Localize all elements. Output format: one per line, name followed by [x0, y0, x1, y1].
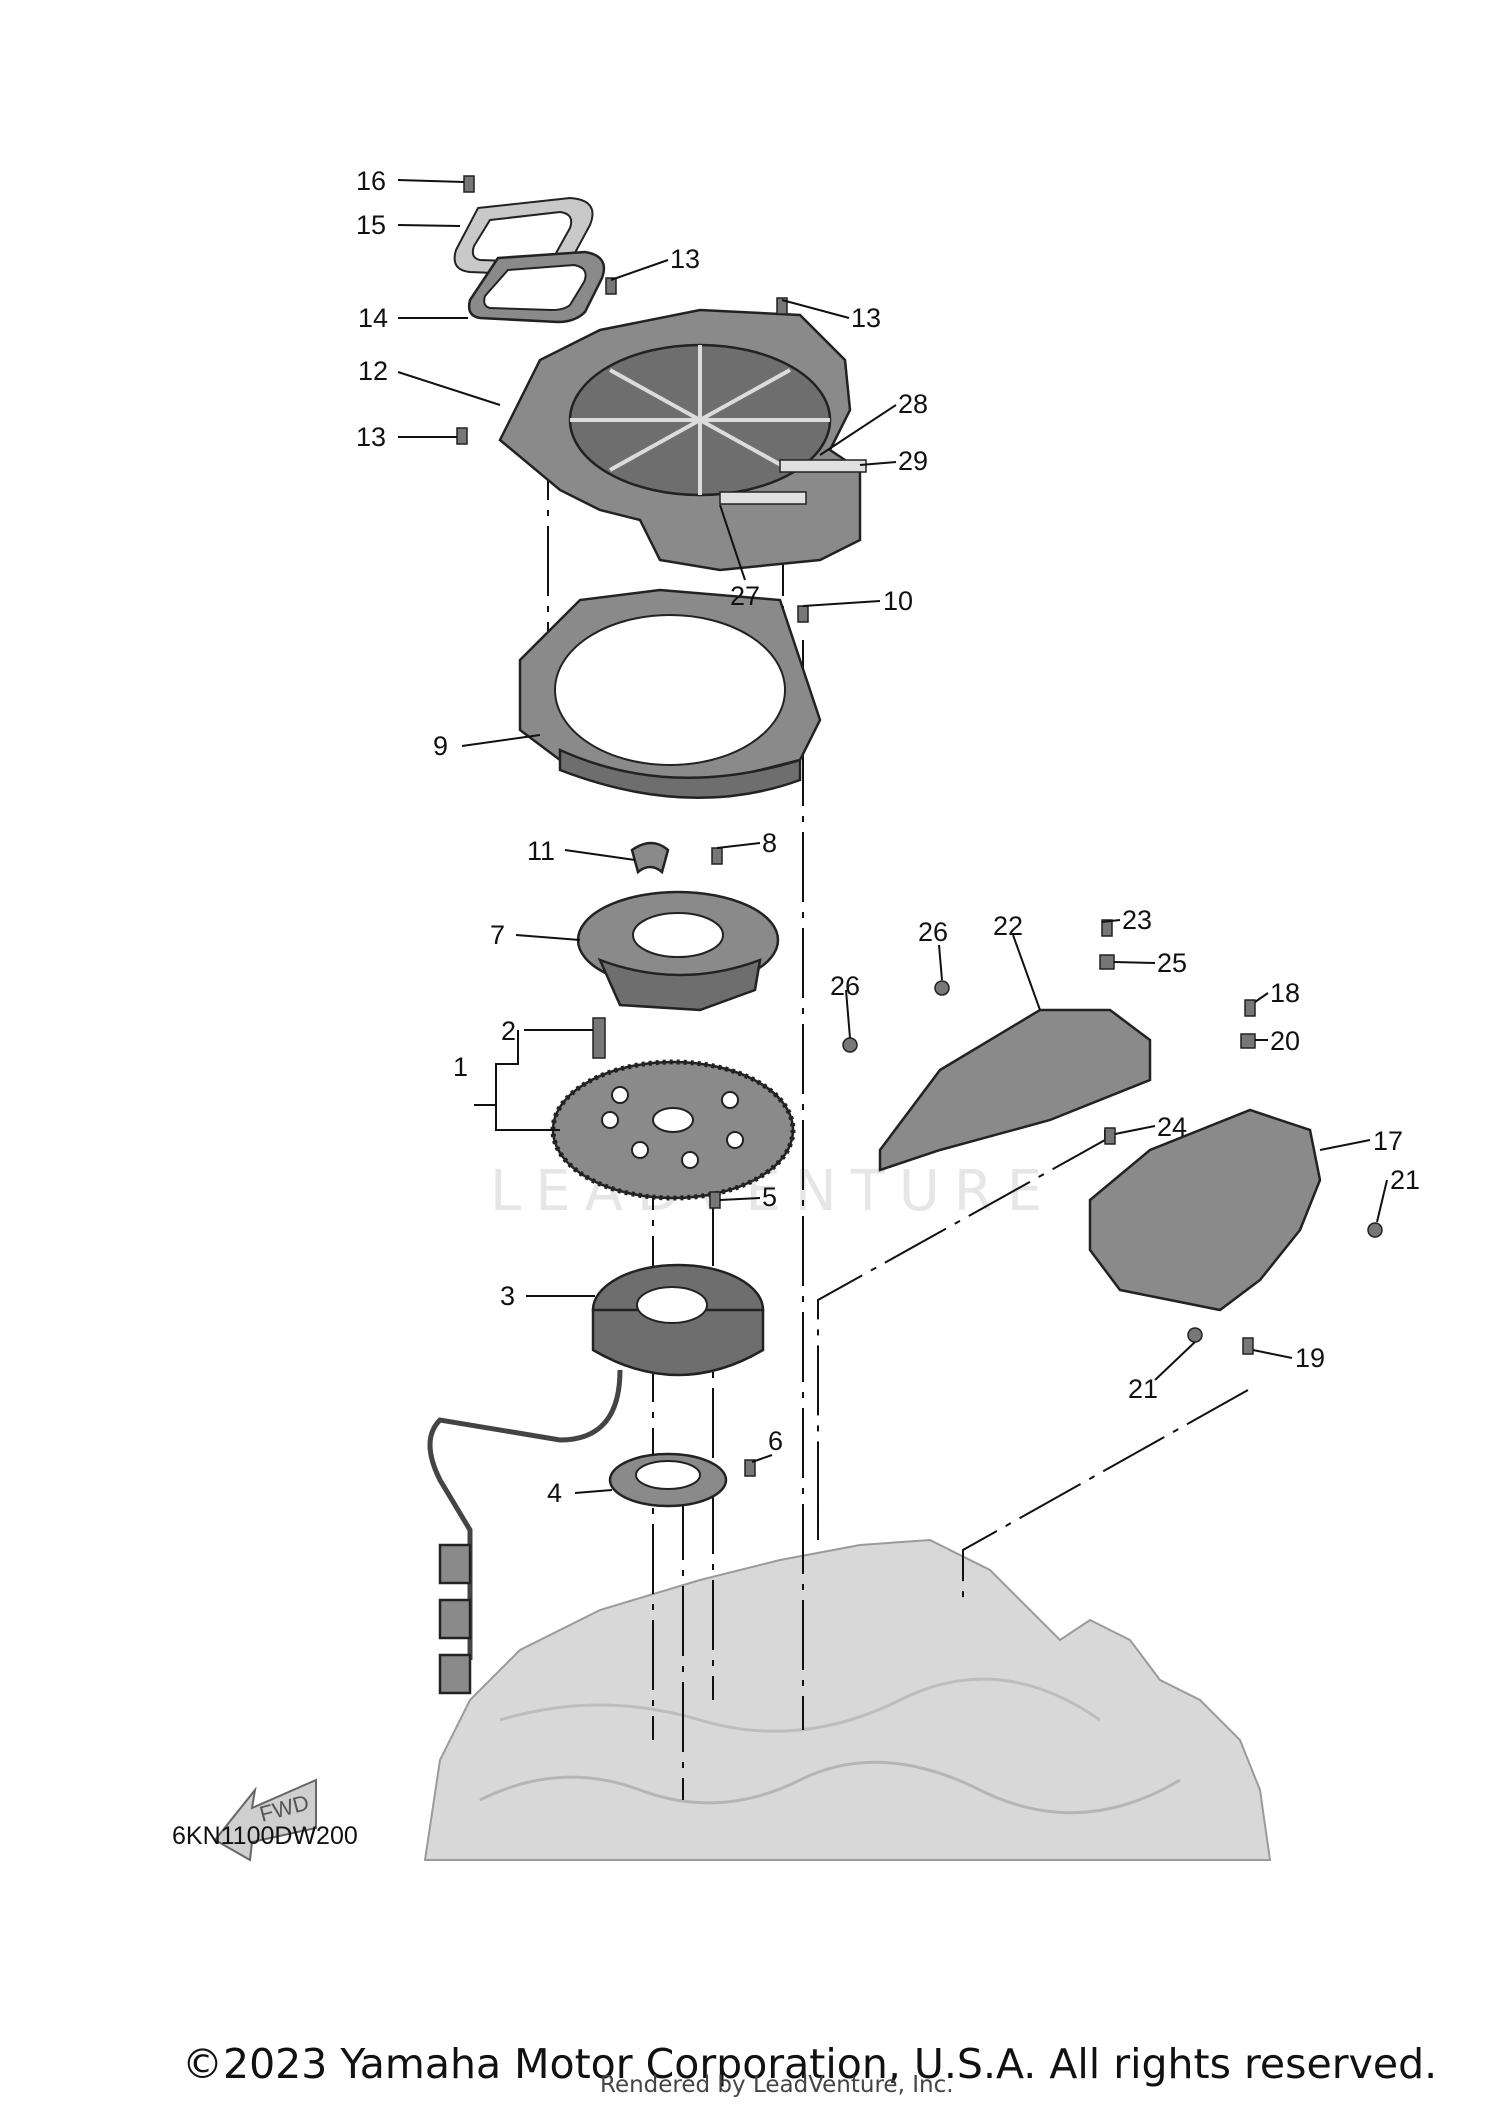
bolt-23: [1101, 919, 1113, 937]
bolt-13: [776, 297, 788, 315]
flywheel-housing-9-opening: [554, 614, 786, 766]
callout-1: 1: [453, 1052, 468, 1082]
callout-23: 23: [1122, 905, 1152, 935]
engine-block: [423, 1538, 1272, 1861]
callout-3: 3: [500, 1281, 515, 1311]
bolt-5: [709, 1191, 721, 1209]
alignment-line: [962, 1389, 1249, 1605]
callout-4: 4: [547, 1478, 562, 1508]
callout-22: 22: [993, 911, 1023, 941]
callout-6: 6: [768, 1426, 783, 1456]
callout-13: 13: [356, 422, 386, 452]
bolt-6: [744, 1459, 756, 1477]
clamp-11: [630, 841, 670, 875]
callout-7: 7: [490, 920, 505, 950]
rotor-fan-7-blades: [597, 957, 762, 1012]
engine-detail-line: [479, 1760, 1181, 1815]
bolt-16: [463, 175, 475, 193]
callout-26: 26: [830, 971, 860, 1001]
callout-26: 26: [918, 917, 948, 947]
callout-11: 11: [527, 836, 555, 866]
rendered-by-notice: Rendered by LeadVenture, Inc.: [600, 2072, 954, 2098]
callout-24: 24: [1157, 1112, 1187, 1142]
frame-14-opening: [483, 263, 587, 312]
callout-21: 21: [1128, 1374, 1158, 1404]
callout-19: 19: [1295, 1343, 1325, 1373]
bolt-13: [456, 427, 468, 445]
nut-21: [1367, 1222, 1383, 1238]
cover-22: [878, 1008, 1152, 1172]
callout-29: 29: [898, 446, 928, 476]
callout-10: 10: [883, 586, 913, 616]
bolt-24: [1104, 1127, 1116, 1145]
callout-9: 9: [433, 731, 448, 761]
callout-13: 13: [670, 244, 700, 274]
bolt-10: [797, 605, 809, 623]
callout-2: 2: [501, 1016, 516, 1046]
label-sticker-28: [779, 459, 867, 473]
wire-connector: [438, 1543, 472, 1585]
flywheel-1-hub: [652, 1107, 694, 1133]
callout-20: 20: [1270, 1026, 1300, 1056]
wire-connector: [438, 1653, 472, 1695]
flywheel-housing-9-base: [558, 748, 802, 800]
bolt-13: [605, 277, 617, 295]
callout-18: 18: [1270, 978, 1300, 1008]
bolt-18: [1244, 999, 1256, 1017]
fwd-direction-arrow: FWD: [213, 1778, 317, 1862]
leader-lines: [397, 179, 1388, 1494]
cover-17: [1088, 1108, 1322, 1312]
diagram-code: 6KN1100DW200: [172, 1822, 358, 1850]
collar-20: [1240, 1033, 1256, 1049]
callout-labels: 1 2 3 4 5 6 7 8 9 10 11 12 13 13 13 14 1…: [356, 166, 1420, 1508]
bolt-8: [711, 847, 723, 865]
callout-8: 8: [762, 828, 777, 858]
callout-21: 21: [1390, 1165, 1420, 1195]
nut-26: [842, 1037, 858, 1053]
label-sticker-27: [719, 491, 807, 505]
flywheel-1-holes: [601, 1086, 744, 1169]
collar-25: [1099, 954, 1115, 970]
rotor-fan-7-center: [632, 912, 724, 958]
nut-21: [1187, 1327, 1203, 1343]
bolt-2: [592, 1017, 606, 1059]
wire-connector: [438, 1598, 472, 1640]
stator-3-body: [591, 1308, 765, 1377]
callout-12: 12: [358, 356, 388, 386]
engine-detail-line: [499, 1677, 1101, 1733]
flywheel-1-ring-gear: [550, 1059, 796, 1201]
callout-27: 27: [730, 581, 760, 611]
callout-14: 14: [358, 303, 388, 333]
top-cover-12-grille-ribs: [570, 345, 830, 495]
copyright-notice: ©2023 Yamaha Motor Corporation, U.S.A. A…: [182, 2040, 1438, 2088]
callout-16: 16: [356, 166, 386, 196]
stator-wire-harness: [427, 1369, 623, 1660]
nut-26: [934, 980, 950, 996]
callout-13: 13: [851, 303, 881, 333]
callout-17: 17: [1373, 1126, 1403, 1156]
callout-15: 15: [356, 210, 386, 240]
bolt-19: [1242, 1337, 1254, 1355]
pulser-4-center: [635, 1460, 701, 1490]
callout-5: 5: [762, 1182, 777, 1212]
callout-25: 25: [1157, 948, 1187, 978]
callout-28: 28: [898, 389, 928, 419]
stator-3-center: [636, 1286, 708, 1324]
